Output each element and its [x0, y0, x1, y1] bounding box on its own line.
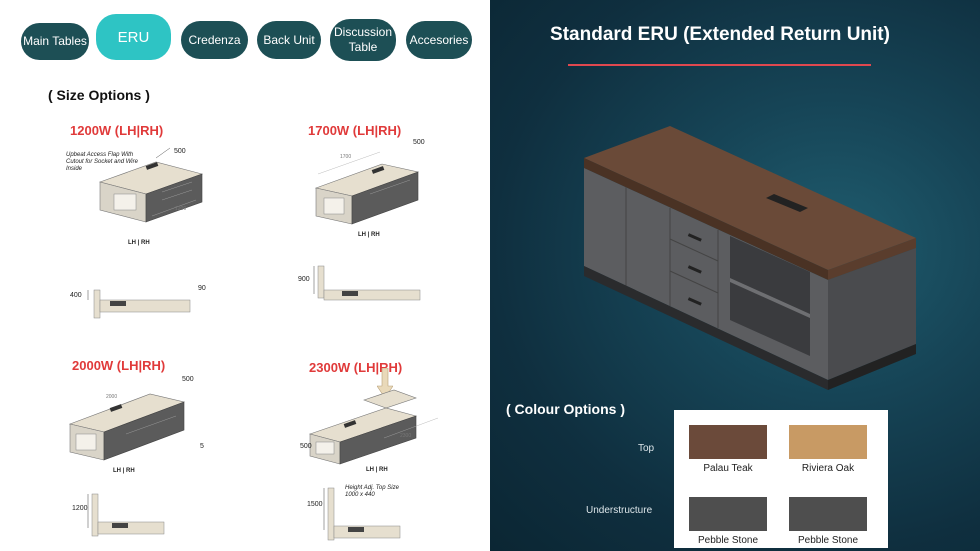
swatch-chip	[789, 425, 867, 459]
depth-label-2300: 500	[300, 443, 312, 450]
row-label-top: Top	[638, 443, 655, 454]
length-label-1200: 1200	[175, 206, 187, 212]
eru-product-render	[584, 126, 916, 390]
plan-drawing-2000	[87, 493, 165, 537]
swatch-chip	[789, 497, 867, 531]
swatch-pebble-stone-1[interactable]: Pebble Stone	[689, 497, 767, 546]
swatch-name: Pebble Stone	[697, 535, 759, 546]
unit-drawing-2300	[308, 389, 439, 465]
swatch-name: Riviera Oak	[801, 463, 855, 474]
size-label-1200: 1200W (LH|RH)	[70, 123, 164, 138]
colour-swatch-card: Palau Teak Riviera Oak Pebble Stone Pebb…	[674, 410, 888, 548]
nav-discussion-table[interactable]: Discussion Table	[330, 19, 396, 61]
orientation-label-2000: LH | RH	[113, 468, 135, 474]
side-value-1200: 90	[198, 285, 206, 292]
size-label-1700: 1700W (LH|RH)	[308, 123, 402, 138]
depth-label-2000: 500	[182, 376, 194, 383]
nav-eru[interactable]: ERU	[96, 14, 171, 60]
height-adj-note: Height Adj. Top Size 1000 x 440	[345, 485, 399, 498]
swatch-name: Pebble Stone	[797, 535, 859, 546]
product-showcase-panel: Standard ERU (Extended Return Unit) ( Co…	[490, 0, 980, 551]
swatch-name: Palau Teak	[703, 463, 753, 474]
swatch-chip	[689, 425, 767, 459]
plan-drawing-1700	[313, 265, 421, 301]
plan-drawing-2300	[323, 487, 401, 541]
length-label-2000: 2000	[106, 394, 118, 400]
depth-label-1200: 500	[174, 148, 186, 155]
swatch-chip	[689, 497, 767, 531]
access-flap-note: Upbeat Access Flap With Cutout for Socke…	[66, 152, 138, 172]
product-title: Standard ERU (Extended Return Unit)	[550, 24, 890, 45]
colour-options-heading: ( Colour Options )	[506, 401, 625, 417]
title-underline	[568, 64, 871, 66]
row-label-understructure: Understructure	[586, 505, 653, 516]
nav-credenza[interactable]: Credenza	[181, 21, 248, 59]
size-options-heading: ( Size Options )	[48, 87, 150, 103]
orientation-label-1200: LH | RH	[128, 240, 150, 246]
size-options-panel: Main Tables ERU Credenza Back Unit Discu…	[21, 14, 472, 541]
nav-main-tables[interactable]: Main Tables	[21, 23, 89, 60]
swatch-palau-teak[interactable]: Palau Teak	[689, 425, 767, 474]
side-value-2000: 5	[200, 443, 204, 450]
plan-drawing-1200	[87, 289, 191, 319]
unit-drawing-1200	[98, 147, 204, 223]
length-label-2300: 2300	[400, 433, 412, 439]
size-label-2000: 2000W (LH|RH)	[72, 358, 166, 373]
height-label-2300: 1500	[307, 501, 323, 508]
height-label-1700: 900	[298, 276, 310, 283]
height-label-1200: 400	[70, 292, 82, 299]
height-label-2000: 1200	[72, 505, 88, 512]
unit-drawing-2000	[68, 393, 186, 461]
length-label-1700: 1700	[340, 154, 352, 160]
depth-label-1700: 500	[413, 139, 425, 146]
nav-back-unit[interactable]: Back Unit	[257, 21, 321, 59]
unit-drawing-1700	[314, 151, 420, 225]
size-label-2300: 2300W (LH|RH)	[309, 360, 403, 375]
swatch-riviera-oak[interactable]: Riviera Oak	[789, 425, 867, 474]
orientation-label-1700: LH | RH	[358, 232, 380, 238]
swatch-pebble-stone-2[interactable]: Pebble Stone	[789, 497, 867, 546]
orientation-label-2300: LH | RH	[366, 467, 388, 473]
nav-accesories[interactable]: Accesories	[406, 21, 472, 59]
